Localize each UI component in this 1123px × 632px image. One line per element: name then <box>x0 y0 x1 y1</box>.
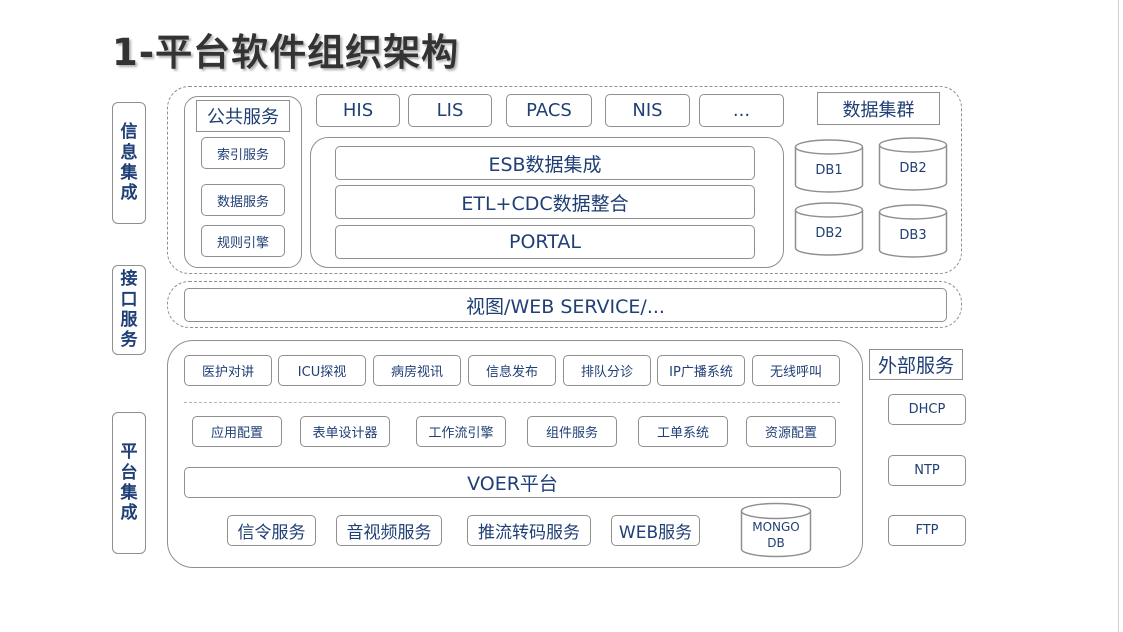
db1-cylinder: DB1 <box>794 139 864 193</box>
db3-label: DB3 <box>899 228 926 243</box>
db2b-label: DB2 <box>815 226 842 241</box>
interface-bar: 视图/WEB SERVICE/... <box>184 288 947 322</box>
system-lis-box: LIS <box>408 94 492 127</box>
info-integration-group <box>167 86 962 274</box>
side-label-info-integration: 信 息 集 成 <box>112 102 146 224</box>
work-order-box: 工单系统 <box>638 416 728 447</box>
public-services-header: 公共服务 <box>196 100 290 132</box>
side-label-char: 息 <box>120 142 138 163</box>
app-ward-video-box: 病房视讯 <box>373 355 461 386</box>
side-label-char: 接 <box>120 269 138 290</box>
side-label-char: 集 <box>120 483 138 503</box>
side-label-char: 务 <box>120 330 138 351</box>
row-divider <box>184 402 840 403</box>
component-service-box: 组件服务 <box>527 416 617 447</box>
app-config-box: 应用配置 <box>192 416 282 447</box>
side-label-char: 服 <box>120 310 138 330</box>
workflow-engine-box: 工作流引擎 <box>416 416 506 447</box>
form-designer-box: 表单设计器 <box>300 416 390 447</box>
app-ip-broadcast-box: IP广播系统 <box>657 355 745 386</box>
signaling-service-box: 信令服务 <box>227 515 316 546</box>
interface-group <box>167 281 962 328</box>
db3-cylinder: DB3 <box>878 204 948 258</box>
side-label-char: 平 <box>120 442 138 463</box>
side-label-char: 台 <box>120 462 138 483</box>
side-label-char: 信 <box>120 122 138 143</box>
db2-label: DB2 <box>899 161 926 176</box>
portal-box: PORTAL <box>335 225 755 259</box>
system-pacs-box: PACS <box>506 94 592 127</box>
side-label-char: 成 <box>120 503 138 524</box>
system-more-box: ... <box>699 94 784 127</box>
db2-cylinder: DB2 <box>794 202 864 256</box>
app-queue-triage-box: 排队分诊 <box>563 355 651 386</box>
voer-platform-box: VOER平台 <box>184 467 841 498</box>
app-nurse-intercom-box: 医护对讲 <box>184 355 272 386</box>
mongo-label: MONGO <box>752 520 800 534</box>
db1-label: DB1 <box>815 163 842 178</box>
system-nis-box: NIS <box>605 94 690 127</box>
side-label-platform-integration: 平 台 集 成 <box>112 412 146 554</box>
index-service-box: 索引服务 <box>201 137 285 169</box>
stream-transcode-box: 推流转码服务 <box>467 515 591 546</box>
app-wireless-call-box: 无线呼叫 <box>752 355 840 386</box>
web-service-box: WEB服务 <box>611 515 700 546</box>
data-cluster-header: 数据集群 <box>817 92 940 125</box>
side-label-char: 集 <box>120 163 138 183</box>
side-label-char: 成 <box>120 183 138 204</box>
side-label-interface: 接 口 服 务 <box>112 265 146 355</box>
dhcp-box: DHCP <box>888 394 966 425</box>
av-service-box: 音视频服务 <box>336 515 442 546</box>
external-services-header: 外部服务 <box>869 349 963 380</box>
ntp-box: NTP <box>888 455 966 486</box>
side-label-char: 口 <box>120 289 138 310</box>
resource-config-box: 资源配置 <box>746 416 836 447</box>
system-his-box: HIS <box>316 94 400 127</box>
mongo-db-label: DB <box>767 536 784 550</box>
app-icu-visit-box: ICU探视 <box>278 355 366 386</box>
rules-engine-box: 规则引擎 <box>201 225 285 257</box>
etl-cdc-box: ETL+CDC数据整合 <box>335 185 755 219</box>
ftp-box: FTP <box>888 515 966 546</box>
page-edge-line <box>1118 0 1119 632</box>
data-service-box: 数据服务 <box>201 184 285 216</box>
esb-integration-box: ESB数据集成 <box>335 146 755 180</box>
page-title: 1-平台软件组织架构 <box>112 31 460 74</box>
mongo-db-cylinder: MONGO DB <box>740 502 812 558</box>
app-info-publish-box: 信息发布 <box>468 355 556 386</box>
db2-cylinder: DB2 <box>878 137 948 191</box>
